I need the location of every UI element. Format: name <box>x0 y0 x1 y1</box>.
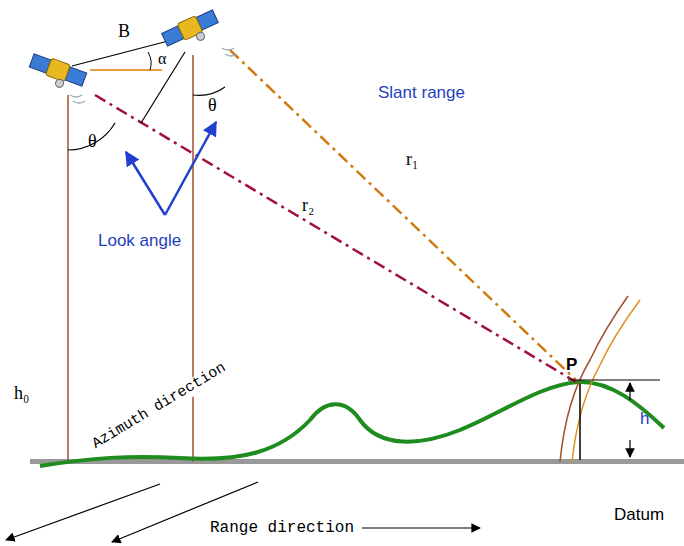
angle-label: θ <box>86 132 99 152</box>
alpha-arc <box>148 52 151 70</box>
look-angle-arrow <box>126 152 165 215</box>
range-arc <box>560 296 628 462</box>
baseline <box>72 40 172 66</box>
height-label: h <box>638 410 651 429</box>
angle-label: α <box>156 50 168 68</box>
height-label: h₀ <box>12 384 31 404</box>
horizontal-reference <box>90 69 162 71</box>
height-tick <box>568 380 660 381</box>
height-line <box>579 384 581 460</box>
slant-range-label: Slant range <box>376 84 467 103</box>
range-arrow <box>362 527 480 528</box>
signal-waves <box>222 48 237 56</box>
satellite-icon <box>161 8 222 54</box>
theta-arc <box>193 87 225 95</box>
look-angle-label: Look angle <box>96 232 183 251</box>
range-arc <box>572 300 640 462</box>
range-label: r₂ <box>300 196 316 216</box>
datum-label: Datum <box>612 506 666 525</box>
angle-label: θ <box>206 96 219 116</box>
height-arrow <box>629 440 630 457</box>
direction-label: Range direction <box>208 520 356 538</box>
height-arrow <box>629 383 630 400</box>
satellite-icon <box>26 52 87 95</box>
point-label: P <box>564 356 579 375</box>
datum-line <box>30 459 684 464</box>
baseline-label: B <box>116 22 132 42</box>
range-label: r₁ <box>404 150 420 170</box>
slant-range-r2 <box>95 95 576 382</box>
nadir-line <box>192 55 194 462</box>
slant-range-r1 <box>230 50 576 380</box>
look-angle-arrow <box>165 122 216 215</box>
signal-waves <box>70 95 85 103</box>
direction-label: Azimuth direction <box>88 359 231 454</box>
